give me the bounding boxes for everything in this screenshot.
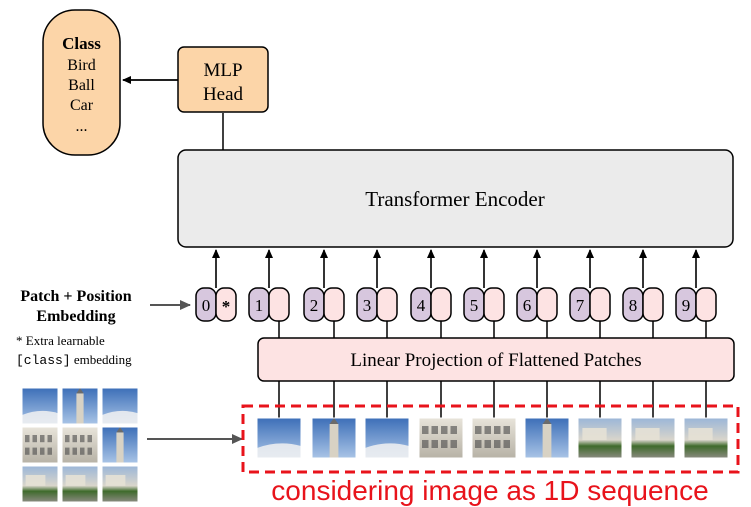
- sequence-patch-3: [364, 417, 410, 459]
- token-index-7: 7: [576, 296, 585, 315]
- token-6: 6: [516, 249, 558, 338]
- patch-embedding-label-line2: Embedding: [36, 308, 115, 325]
- token-7: 7: [569, 249, 611, 338]
- token-index-3: 3: [363, 296, 372, 315]
- patch-embedding-8: [642, 287, 664, 322]
- patch-embedding-9: [695, 287, 717, 322]
- grid-patch-1: [21, 387, 59, 425]
- patch-embedding-7: [589, 287, 611, 322]
- token-8: 8: [622, 249, 664, 338]
- linear-projection-label: Linear Projection of Flattened Patches: [350, 350, 641, 371]
- class-embedding-note: [class] embedding: [16, 352, 132, 368]
- class-token-marker: *: [222, 297, 231, 316]
- class-item-ellipsis: ...: [76, 118, 88, 135]
- sequence-patch-9: [683, 417, 729, 459]
- class-item-car: Car: [70, 97, 94, 114]
- sequence-patch-1: [256, 417, 302, 459]
- class-item-bird: Bird: [67, 57, 95, 74]
- sequence-patch-8: [630, 417, 676, 459]
- class-embedding-suffix: embedding: [71, 352, 133, 367]
- mlp-head-line2: Head: [203, 84, 244, 105]
- class-item-ball: Ball: [68, 77, 95, 94]
- mlp-head-box: MLP Head: [177, 46, 269, 113]
- patch-embedding-4: [430, 287, 452, 322]
- sequence-patch-4: [418, 417, 464, 459]
- projection-patch-connectors: [278, 381, 707, 418]
- patch-embedding-3: [376, 287, 398, 322]
- sequence-highlight-box: [241, 404, 740, 474]
- flattened-patch-sequence: [256, 417, 729, 459]
- patch-embedding-label-line1: Patch + Position: [20, 288, 131, 305]
- grid-patch-3: [101, 387, 139, 425]
- token-3: 3: [356, 249, 398, 338]
- token-4: 4: [410, 249, 452, 338]
- extra-learnable-note: * Extra learnable: [16, 333, 105, 348]
- token-9: 9: [675, 249, 717, 338]
- input-image-grid: [21, 387, 139, 503]
- grid-patch-7: [21, 465, 59, 503]
- token-2: 2: [303, 249, 345, 338]
- token-index-2: 2: [310, 296, 319, 315]
- token-index-6: 6: [523, 296, 532, 315]
- token-index-9: 9: [682, 296, 691, 315]
- transformer-encoder-label: Transformer Encoder: [365, 187, 544, 211]
- sequence-patch-7: [577, 417, 623, 459]
- transformer-encoder-box: Transformer Encoder: [177, 149, 734, 248]
- grid-patch-6: [101, 426, 139, 464]
- patch-embedding-1: [268, 287, 290, 322]
- token-index-0: 0: [202, 296, 211, 315]
- sequence-patch-5: [471, 417, 517, 459]
- token-index-1: 1: [255, 296, 264, 315]
- token-index-5: 5: [470, 296, 479, 315]
- class-title: Class: [62, 34, 101, 53]
- patch-embedding-2: [323, 287, 345, 322]
- grid-patch-9: [101, 465, 139, 503]
- patch-embedding-0: [215, 287, 237, 322]
- token-index-4: 4: [417, 296, 426, 315]
- grid-patch-8: [61, 465, 99, 503]
- linear-projection-box: Linear Projection of Flattened Patches: [257, 337, 735, 382]
- grid-patch-5: [61, 426, 99, 464]
- grid-patch-2: [61, 387, 99, 425]
- sequence-patch-2: [311, 417, 357, 459]
- token-1: 1: [248, 249, 290, 338]
- token-index-8: 8: [629, 296, 638, 315]
- class-embedding-code: [class]: [16, 353, 71, 368]
- token-5: 5: [463, 249, 505, 338]
- patch-embedding-5: [483, 287, 505, 322]
- mlp-head-line1: MLP: [203, 60, 242, 81]
- grid-patch-4: [21, 426, 59, 464]
- patch-embedding-6: [536, 287, 558, 322]
- sequence-patch-6: [524, 417, 570, 459]
- token-0: 0*: [195, 249, 237, 322]
- sequence-annotation: considering image as 1D sequence: [271, 475, 708, 506]
- class-output-box: Class Bird Ball Car ...: [42, 9, 121, 156]
